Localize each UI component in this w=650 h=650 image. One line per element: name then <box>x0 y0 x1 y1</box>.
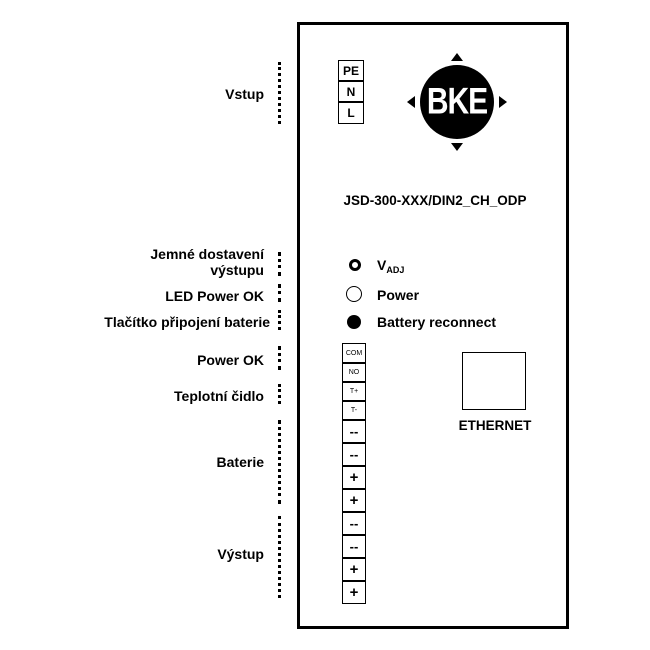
terminal-t-plus: T+ <box>342 382 366 401</box>
terminal-battery-plus-1: + <box>342 466 366 489</box>
dots-tlacitko <box>278 310 281 330</box>
dots-vstup <box>278 62 281 124</box>
label-led-power-ok: LED Power OK <box>165 288 264 304</box>
bke-logo-graphic <box>407 53 507 151</box>
terminal-no: NO <box>342 363 366 382</box>
vadj-main: V <box>377 257 387 273</box>
terminal-output-minus-2: -- <box>342 535 366 558</box>
label-vystup: Výstup <box>217 546 264 562</box>
label-teplotni-cidlo: Teplotní čidlo <box>174 388 264 404</box>
ethernet-port[interactable] <box>462 352 526 410</box>
terminal-pe: PE <box>338 60 364 81</box>
dots-baterie <box>278 420 281 504</box>
vadj-label: VADJ <box>377 257 404 278</box>
terminal-battery-plus-2: + <box>342 489 366 512</box>
bke-logo: BKE <box>407 53 507 151</box>
terminal-output-plus-2: + <box>342 581 366 604</box>
terminal-l: L <box>338 102 364 124</box>
terminal-battery-minus-1: -- <box>342 420 366 443</box>
terminal-t-minus: T- <box>342 401 366 420</box>
ethernet-label: ETHERNET <box>458 418 532 433</box>
label-vystupu: výstupu <box>210 262 264 278</box>
dots-power-ok <box>278 346 281 370</box>
vadj-sub: ADJ <box>386 265 405 275</box>
label-tlacitko: Tlačítko připojení baterie <box>104 314 270 330</box>
dots-led <box>278 284 281 302</box>
dots-vystup <box>278 516 281 598</box>
device-panel <box>297 22 569 629</box>
bke-logo-text: BKE <box>426 80 488 122</box>
battery-reconnect-label: Battery reconnect <box>377 314 497 330</box>
dots-teplotni <box>278 384 281 404</box>
dots-jemne <box>278 252 281 276</box>
terminal-output-plus-1: + <box>342 558 366 581</box>
terminal-output-minus-1: -- <box>342 512 366 535</box>
label-baterie: Baterie <box>216 454 264 470</box>
model-label: JSD-300-XXX/DIN2_CH_ODP <box>343 193 527 208</box>
label-power-ok: Power OK <box>197 352 264 368</box>
power-led-icon <box>346 286 362 302</box>
label-vstup: Vstup <box>225 86 264 102</box>
power-led-label: Power <box>377 287 420 303</box>
terminal-com: COM <box>342 343 366 363</box>
battery-reconnect-button-icon[interactable] <box>347 315 361 329</box>
label-jemne-dostaveni: Jemné dostavení <box>150 246 264 262</box>
terminal-n: N <box>338 81 364 102</box>
terminal-battery-minus-2: -- <box>342 443 366 466</box>
vadj-potentiometer-icon[interactable] <box>349 259 361 271</box>
